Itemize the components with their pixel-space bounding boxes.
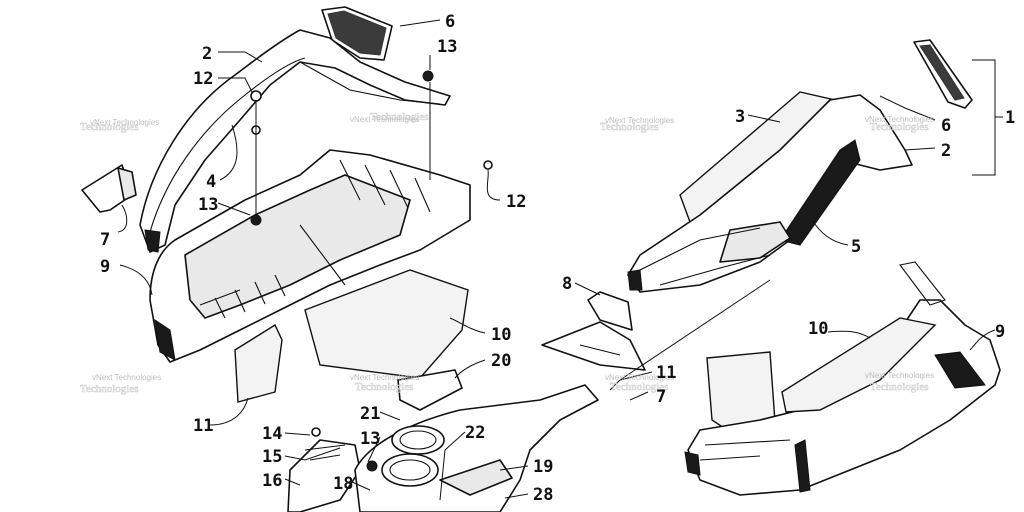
watermark: vNext Technologies <box>865 115 934 124</box>
watermark-overlay: Technologies <box>610 381 669 393</box>
part-number: 21 <box>360 404 380 424</box>
watermark: vNext Technologies <box>90 118 159 127</box>
watermark: vNext Technologies <box>865 371 934 380</box>
part-number: 3 <box>735 107 745 127</box>
watermark: vNext Technologies <box>350 115 419 124</box>
part-number: 20 <box>491 351 511 371</box>
part-number: 11 <box>193 416 213 436</box>
upper-hood-shell <box>139 29 451 253</box>
foam-pad-left <box>304 269 469 379</box>
part-number: 16 <box>262 471 282 491</box>
windshield-right <box>541 321 646 371</box>
fasteners-left <box>250 70 493 226</box>
watermark: vNext Technologies <box>350 373 419 382</box>
part-number: 22 <box>465 423 485 443</box>
part-number: 10 <box>808 319 828 339</box>
side-deflector-left <box>81 164 137 213</box>
bracket-1 <box>972 59 1003 176</box>
part-number: 7 <box>656 387 666 407</box>
lower-hood-body <box>149 149 471 363</box>
part-number: 14 <box>262 424 282 444</box>
watermark: vNext Technologies <box>605 116 674 125</box>
watermark: vNext Technologies <box>92 373 161 382</box>
deflector-small <box>587 291 633 331</box>
watermark-overlay: Technologies <box>870 121 929 133</box>
part-number: 15 <box>262 447 282 467</box>
part-number: 5 <box>851 237 861 257</box>
part-number: 8 <box>562 274 572 294</box>
watermark-overlay: Technologies <box>600 121 659 133</box>
watermark-overlay: Technologies <box>370 111 429 123</box>
part-number: 13 <box>360 429 380 449</box>
part-number-labels: 2 6 13 12 4 13 12 7 9 10 11 20 21 14 13 … <box>100 12 1015 505</box>
lower-panel-assembly <box>287 369 599 512</box>
watermark-overlay: Technologies <box>355 381 414 393</box>
vent-grille-right <box>913 39 973 109</box>
part-number: 6 <box>445 12 455 32</box>
part-number: 2 <box>941 141 951 161</box>
watermark: vNext Technologies <box>605 373 674 382</box>
part-number: 28 <box>533 485 553 505</box>
part-number: 1 <box>1005 108 1015 128</box>
part-number: 9 <box>100 257 110 277</box>
part-number: 10 <box>491 325 511 345</box>
watermarks: Technologies vNext Technologies Technolo… <box>80 111 935 396</box>
leader-lines <box>117 19 996 501</box>
part-number: 13 <box>437 37 457 57</box>
small-pad-left <box>234 323 283 403</box>
part-number: 13 <box>198 195 218 215</box>
part-number: 12 <box>506 192 526 212</box>
upper-hood-right <box>627 94 913 293</box>
part-number: 19 <box>533 457 553 477</box>
part-number: 7 <box>100 230 110 250</box>
watermark-overlay: Technologies <box>80 383 139 395</box>
lower-hood-right <box>684 261 1001 496</box>
part-number: 2 <box>202 44 212 64</box>
part-number: 9 <box>995 322 1005 342</box>
part-number: 18 <box>333 474 353 494</box>
part-number: 4 <box>206 172 216 192</box>
part-number: 6 <box>941 116 951 136</box>
part-number: 12 <box>193 69 213 89</box>
part-number: 11 <box>656 363 676 383</box>
watermark-overlay: Technologies <box>80 121 139 133</box>
watermark-overlay: Technologies <box>870 381 929 393</box>
